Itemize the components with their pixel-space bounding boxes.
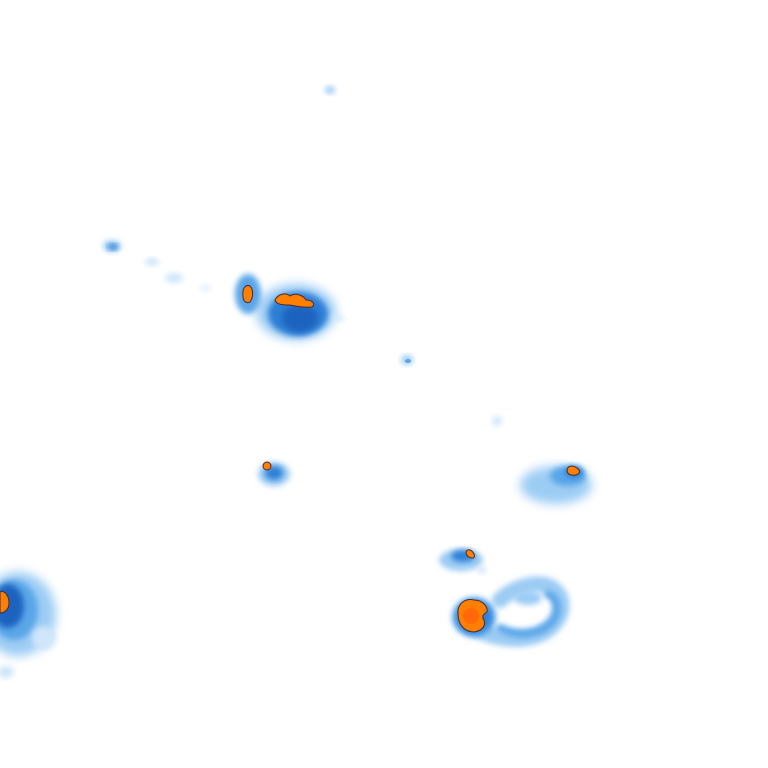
precip-cell-south-center bbox=[439, 549, 486, 574]
precip-cell-west-edge bbox=[0, 572, 56, 678]
precip-cell-west-center bbox=[258, 461, 290, 486]
precip-cell-upper-left bbox=[103, 240, 211, 291]
precip-cell-east bbox=[520, 465, 592, 504]
precip-cell-center-specks bbox=[401, 355, 502, 426]
precip-cell-north bbox=[235, 274, 344, 340]
precip-cell-south-east bbox=[452, 576, 570, 647]
precip-cell-top-speck bbox=[325, 86, 335, 94]
